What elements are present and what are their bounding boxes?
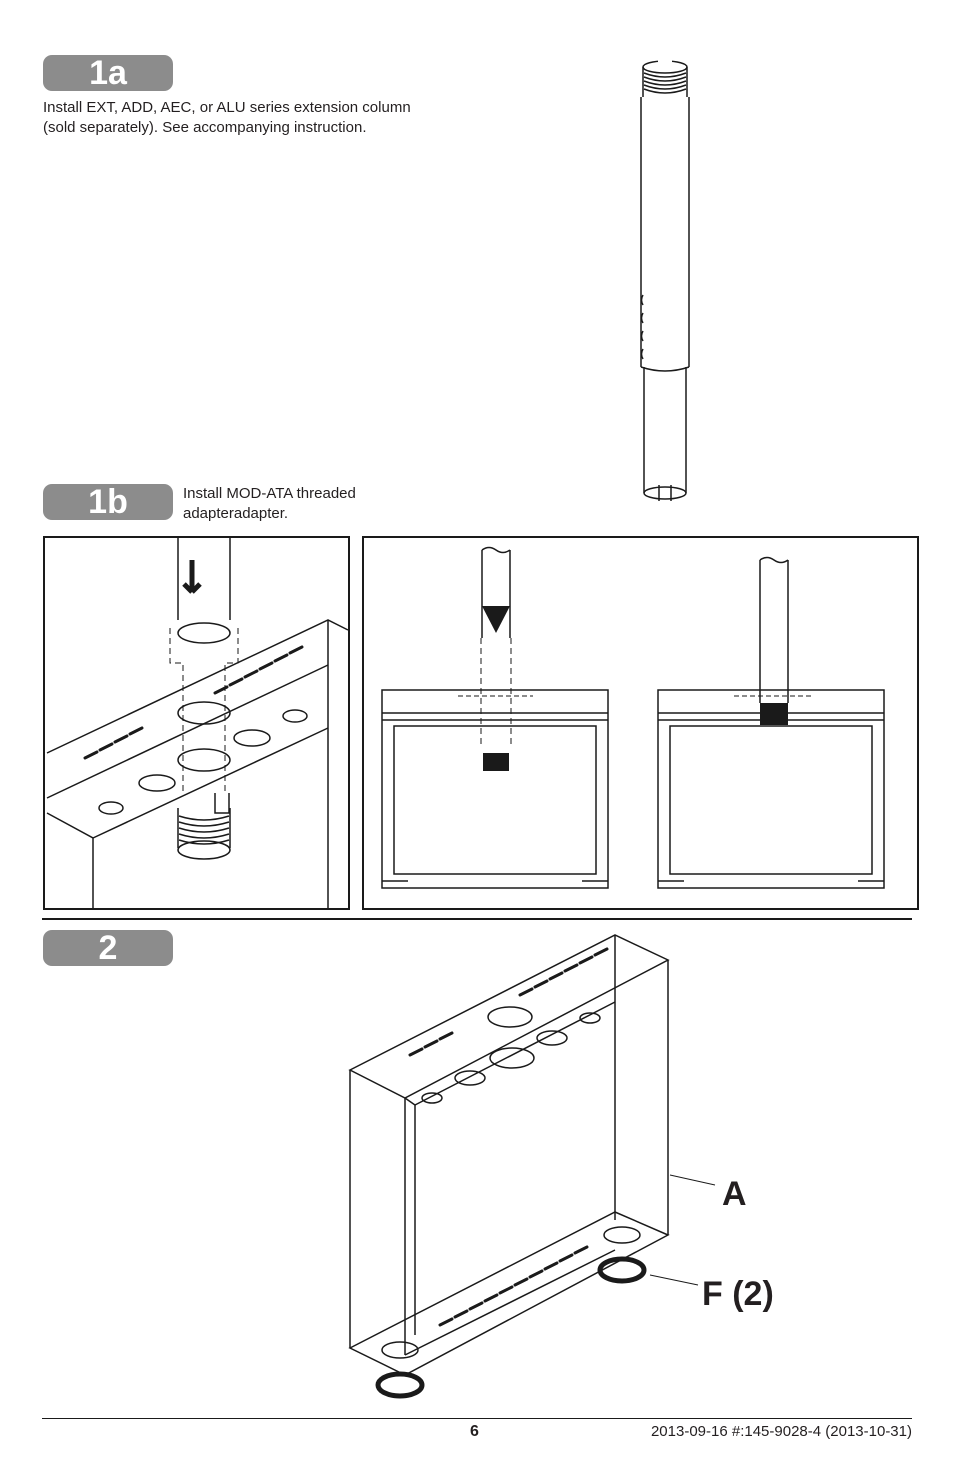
step-1b-badge: 1b [43,484,173,520]
step-1b-front-views-panel [362,536,919,910]
page-number: 6 [470,1423,479,1440]
callout-label-f: F (2) [702,1275,774,1313]
mount-assembly-illustration [348,934,716,1399]
step-1a-line-1: Install EXT, ADD, AEC, or ALU series ext… [43,99,411,116]
step-1b-line-2: adapteradapter. [183,505,289,522]
step-1b-instruction: Install MOD-ATA threaded adapteradapter. [183,484,443,524]
footer-divider [42,1418,912,1419]
section-divider [42,918,912,920]
step-1a-instruction: Install EXT, ADD, AEC, or ALU series ext… [43,98,483,138]
step-2-badge: 2 [43,930,173,966]
front-view-before-illustration [381,546,609,889]
step-1b-line-1: Install MOD-ATA threaded [183,485,356,502]
step-1b-detail-panel [43,536,350,910]
step-1a-line-2: (sold separately). See accompanying inst… [43,119,367,136]
extension-column-illustration [640,59,690,501]
front-view-after-illustration [657,556,885,889]
adapter-detail-illustration [46,538,349,908]
callout-label-a: A [722,1175,747,1213]
step-1a-badge: 1a [43,55,173,91]
document-info: 2013-09-16 #:145-9028-4 (2013-10-31) [650,1423,912,1440]
